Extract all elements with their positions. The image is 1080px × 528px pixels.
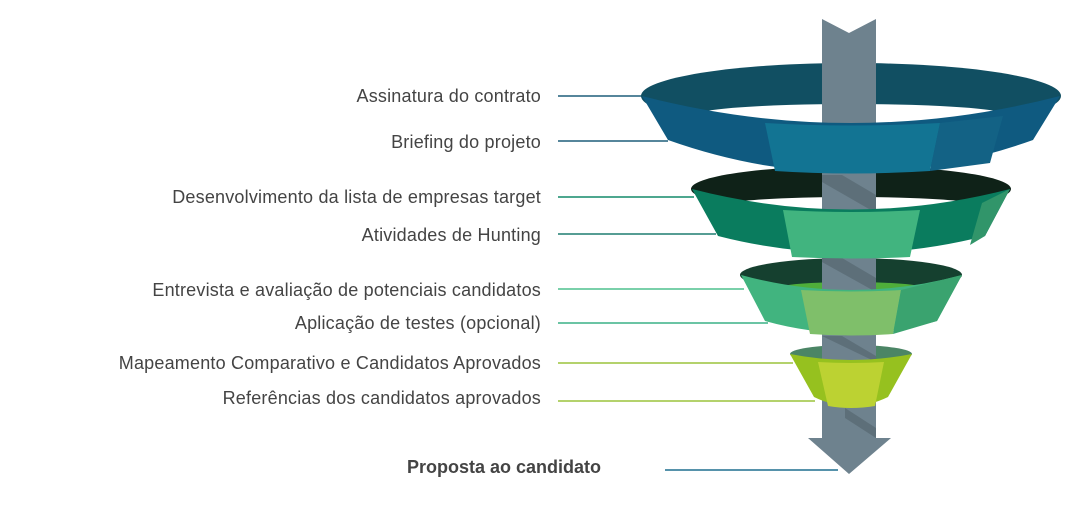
- ring-3-band-front: [801, 290, 901, 336]
- final-stage-label: Proposta ao candidato: [407, 457, 602, 477]
- arrow-shade: [822, 258, 876, 292]
- ring-2-band-front: [783, 210, 920, 259]
- ring-2-band-right: [970, 189, 1010, 245]
- ring-bands: [642, 96, 1060, 408]
- stage-label: Desenvolvimento da lista de empresas tar…: [172, 187, 541, 207]
- stage-label: Assinatura do contrato: [356, 86, 541, 106]
- stage-label: Entrevista e avaliação de potenciais can…: [152, 280, 541, 300]
- arrow-shade: [822, 336, 876, 362]
- stage-label: Mapeamento Comparativo e Candidatos Apro…: [118, 353, 541, 373]
- ring-1-band-front: [765, 123, 940, 174]
- stage-label: Briefing do projeto: [391, 132, 541, 152]
- stage-label: Atividades de Hunting: [361, 225, 541, 245]
- ring-1-band-right: [930, 116, 1003, 171]
- arrow-shade: [822, 175, 876, 213]
- stage-label: Referências dos candidatos aprovados: [222, 388, 541, 408]
- arrow-shade: [845, 408, 876, 438]
- connector-lines: [558, 95, 838, 471]
- ring-3-band-right: [893, 275, 962, 334]
- stage-label: Aplicação de testes (opcional): [294, 313, 541, 333]
- ring-4-band-front: [818, 362, 884, 408]
